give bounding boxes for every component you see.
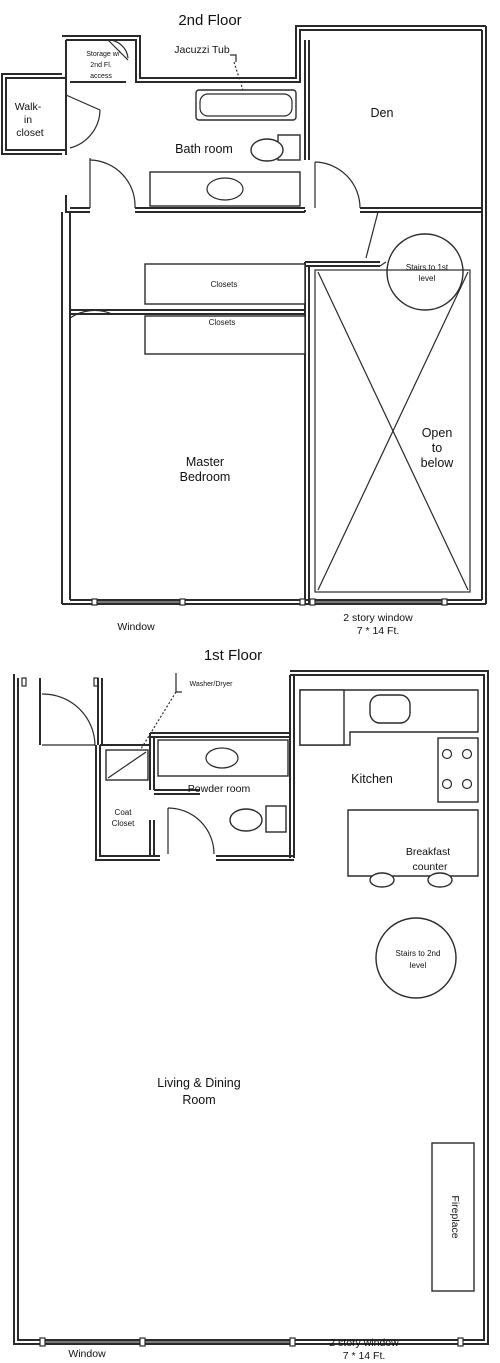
storage-label-3: access bbox=[90, 73, 112, 80]
stairs-to-second: Stairs to 2nd level bbox=[375, 917, 457, 999]
master-label-1: Master bbox=[186, 455, 224, 469]
closets-bottom-label: Closets bbox=[209, 318, 236, 327]
walkin-label-3: closet bbox=[16, 127, 44, 139]
storage-label-1: Storage w/ bbox=[86, 51, 120, 58]
storage-room: Storage w/ 2nd Fl. access bbox=[86, 51, 120, 80]
living-label-1: Living & Dining bbox=[157, 1076, 240, 1090]
bathroom: Bath room bbox=[149, 134, 301, 207]
stairs-first-label-1: Stairs to 1st bbox=[406, 263, 449, 272]
stairs-first-label-2: level bbox=[419, 274, 436, 283]
fireplace-label: Fireplace bbox=[449, 1195, 461, 1238]
open-label-3: below bbox=[421, 456, 455, 470]
living-label-2: Room bbox=[182, 1093, 215, 1107]
closets-top-label: Closets bbox=[211, 280, 238, 289]
breakfast-label-1: Breakfast bbox=[406, 846, 450, 858]
bathroom-label: Bath room bbox=[175, 142, 233, 156]
coat-label-1: Coat bbox=[115, 808, 133, 817]
washer-label: Washer/Dryer bbox=[190, 681, 234, 688]
den-label: Den bbox=[371, 106, 394, 120]
fireplace: Fireplace bbox=[431, 1142, 475, 1292]
second-story-window-2: 7 * 14 Ft. bbox=[357, 625, 400, 637]
walkin-label-2: in bbox=[24, 114, 32, 126]
powder-label: Powder room bbox=[188, 783, 251, 795]
second-floor-windows bbox=[91, 598, 448, 606]
storage-label-2: 2nd Fl. bbox=[90, 62, 111, 69]
breakfast-label-2: counter bbox=[412, 861, 448, 873]
first-floor-walls bbox=[13, 670, 489, 1345]
second-story-window-1: 2 story window bbox=[343, 612, 413, 624]
second-window-label: Window bbox=[117, 621, 155, 633]
second-floor-title: 2nd Floor bbox=[178, 12, 241, 29]
closets: Closets Closets bbox=[144, 263, 306, 355]
stairs-to-first: Stairs to 1st level bbox=[365, 211, 464, 311]
coat-label-2: Closet bbox=[112, 819, 135, 828]
open-to-below: Open to below bbox=[314, 269, 471, 593]
walkin-label-1: Walk- bbox=[15, 101, 42, 113]
master-label-2: Bedroom bbox=[180, 470, 231, 484]
first-floor-title: 1st Floor bbox=[204, 647, 262, 664]
first-window-label: Window bbox=[68, 1348, 106, 1360]
first-story-window-2: 7 * 14 Ft. bbox=[343, 1350, 386, 1362]
entry-door bbox=[21, 677, 99, 746]
jacuzzi-tub: Jacuzzi Tub bbox=[174, 44, 297, 121]
stairs-second-label-1: Stairs to 2nd bbox=[396, 949, 441, 958]
first-story-window-1: 2 story window bbox=[329, 1337, 399, 1349]
stairs-second-label-2: level bbox=[410, 961, 427, 970]
kitchen-label: Kitchen bbox=[351, 772, 393, 786]
washer-dryer: Washer/Dryer bbox=[105, 673, 234, 781]
powder-room: Powder room bbox=[157, 739, 289, 855]
second-floor-walls bbox=[1, 25, 487, 605]
open-label-2: to bbox=[432, 441, 442, 455]
second-floor-doors bbox=[65, 39, 361, 358]
open-label-1: Open bbox=[422, 426, 453, 440]
breakfast-counter: Breakfast counter bbox=[347, 809, 479, 888]
first-floor-windows bbox=[39, 1337, 464, 1347]
walkin-closet: Walk- in closet bbox=[15, 101, 44, 139]
jacuzzi-label: Jacuzzi Tub bbox=[174, 44, 230, 56]
kitchen: Kitchen bbox=[299, 689, 479, 803]
